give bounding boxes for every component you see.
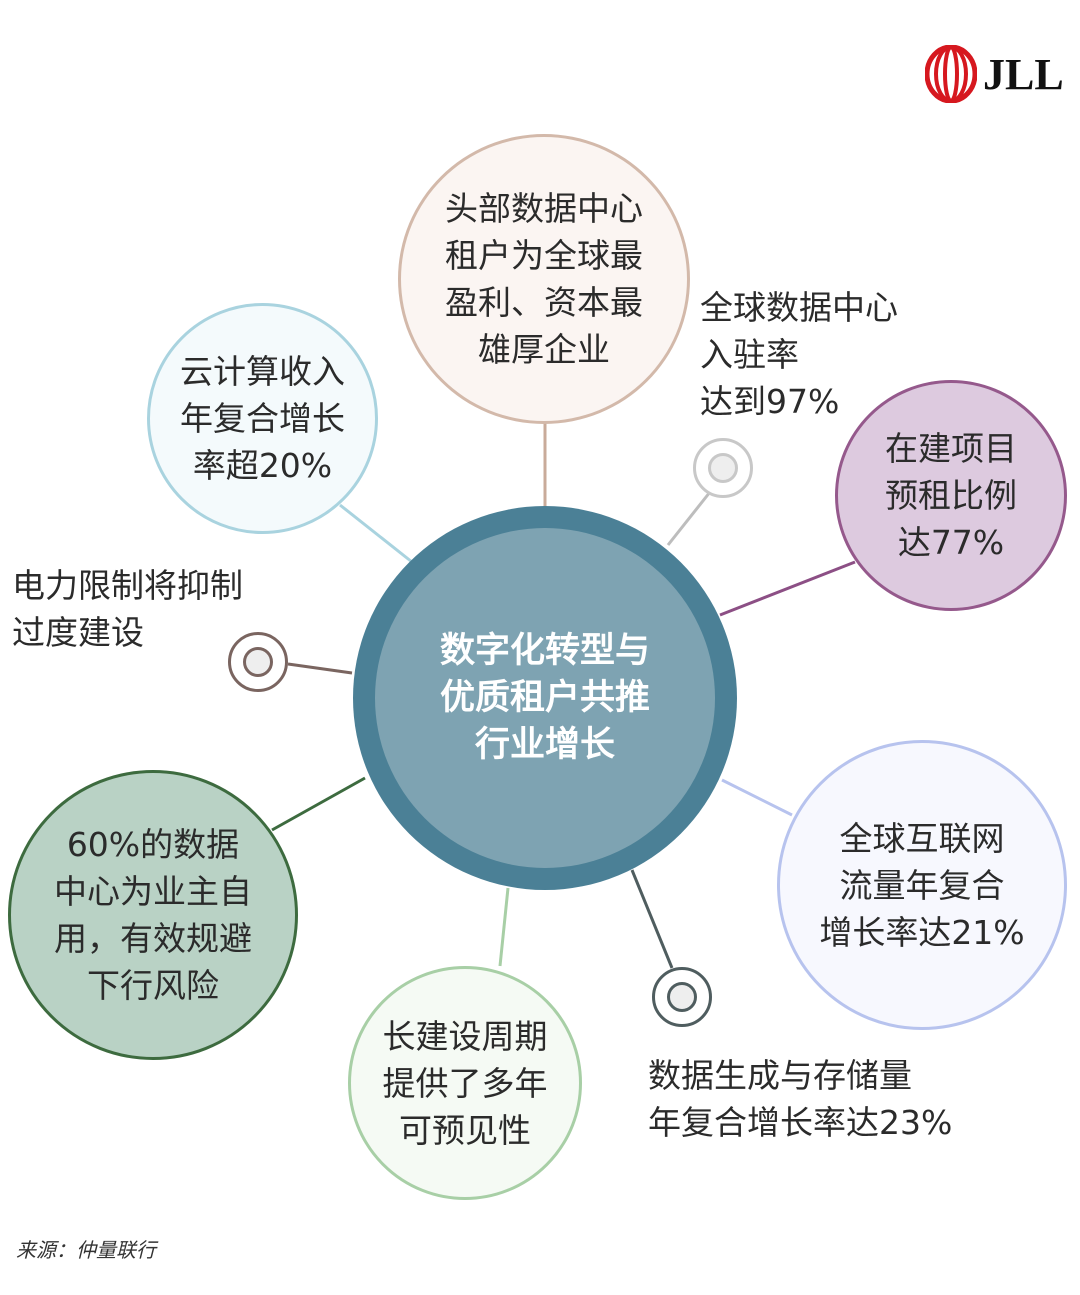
ring-inner <box>708 453 738 483</box>
node-text: 预租比例 <box>885 476 1017 515</box>
center-line: 行业增长 <box>474 724 615 765</box>
node-text: 60%的数据 <box>66 825 240 864</box>
label-power: 电力限制将抑制 过度建设 <box>12 562 243 656</box>
node-text: 入驻率 <box>700 335 799 374</box>
node-text: 盈利、资本最 <box>445 283 643 322</box>
node-top-tenants: 头部数据中心 租户为全球最 盈利、资本最 雄厚企业 <box>398 134 690 424</box>
node-text: 过度建设 <box>12 613 144 652</box>
source-note: 来源：仲量联行 <box>16 1238 156 1262</box>
label-occupancy: 全球数据中心 入驻率 达到97% <box>700 284 898 425</box>
ring-power <box>228 632 288 692</box>
node-traffic: 全球互联网 流量年复合 增长率达21% <box>777 740 1067 1030</box>
node-text: 下行风险 <box>87 966 219 1005</box>
node-prelease: 在建项目 预租比例 达77% <box>835 380 1067 611</box>
connector-cloud <box>339 503 413 564</box>
node-text: 增长率达21% <box>819 912 1025 952</box>
node-text: 流量年复合 <box>839 865 1005 905</box>
ring-inner <box>243 647 273 677</box>
center-node: 数字化转型与 优质租户共推 行业增长 <box>353 506 737 890</box>
center-line: 数字化转型与 <box>439 630 650 671</box>
node-text: 用，有效规避 <box>54 919 252 958</box>
jll-logo-icon <box>925 45 977 103</box>
ring-storage <box>652 967 712 1027</box>
node-cloud: 云计算收入 年复合增长 率超20% <box>147 303 378 534</box>
jll-logo: JLL <box>925 45 1064 103</box>
connector-traffic <box>721 778 793 817</box>
node-text: 提供了多年 <box>382 1063 548 1103</box>
node-text: 租户为全球最 <box>445 236 643 275</box>
node-text: 可预见性 <box>399 1110 531 1150</box>
node-text: 云计算收入 <box>180 352 345 391</box>
connector-owner <box>271 776 366 832</box>
node-text: 达77% <box>897 523 1005 562</box>
jll-logo-text: JLL <box>983 49 1064 99</box>
center-line: 优质租户共推 <box>439 677 650 718</box>
node-text: 在建项目 <box>885 429 1017 468</box>
node-text: 中心为业主自 <box>54 872 252 911</box>
connector-power <box>287 662 353 675</box>
node-text: 电力限制将抑制 <box>12 566 243 605</box>
node-cycle: 长建设周期 提供了多年 可预见性 <box>348 966 582 1200</box>
node-text: 全球数据中心 <box>700 288 898 327</box>
ring-inner <box>667 982 697 1012</box>
connector-occupancy <box>666 491 712 546</box>
node-text: 雄厚企业 <box>478 330 610 369</box>
node-text: 率超20% <box>192 446 333 485</box>
connector-prelease <box>719 560 856 617</box>
node-text: 长建设周期 <box>382 1016 548 1056</box>
node-text: 数据生成与存储量 <box>648 1056 912 1095</box>
label-storage: 数据生成与存储量 年复合增长率达23% <box>648 1052 952 1146</box>
node-owner-occupied: 60%的数据 中心为业主自 用，有效规避 下行风险 <box>8 770 298 1060</box>
node-text: 达到97% <box>700 382 840 421</box>
node-text: 年复合增长 <box>180 399 345 438</box>
node-text: 头部数据中心 <box>445 189 643 228</box>
ring-occupancy <box>693 438 753 498</box>
node-text: 年复合增长率达23% <box>648 1103 953 1142</box>
node-text: 全球互联网 <box>839 818 1005 858</box>
connector-cycle <box>498 887 510 967</box>
connector-storage <box>630 869 674 969</box>
center-inner: 数字化转型与 优质租户共推 行业增长 <box>375 528 715 868</box>
